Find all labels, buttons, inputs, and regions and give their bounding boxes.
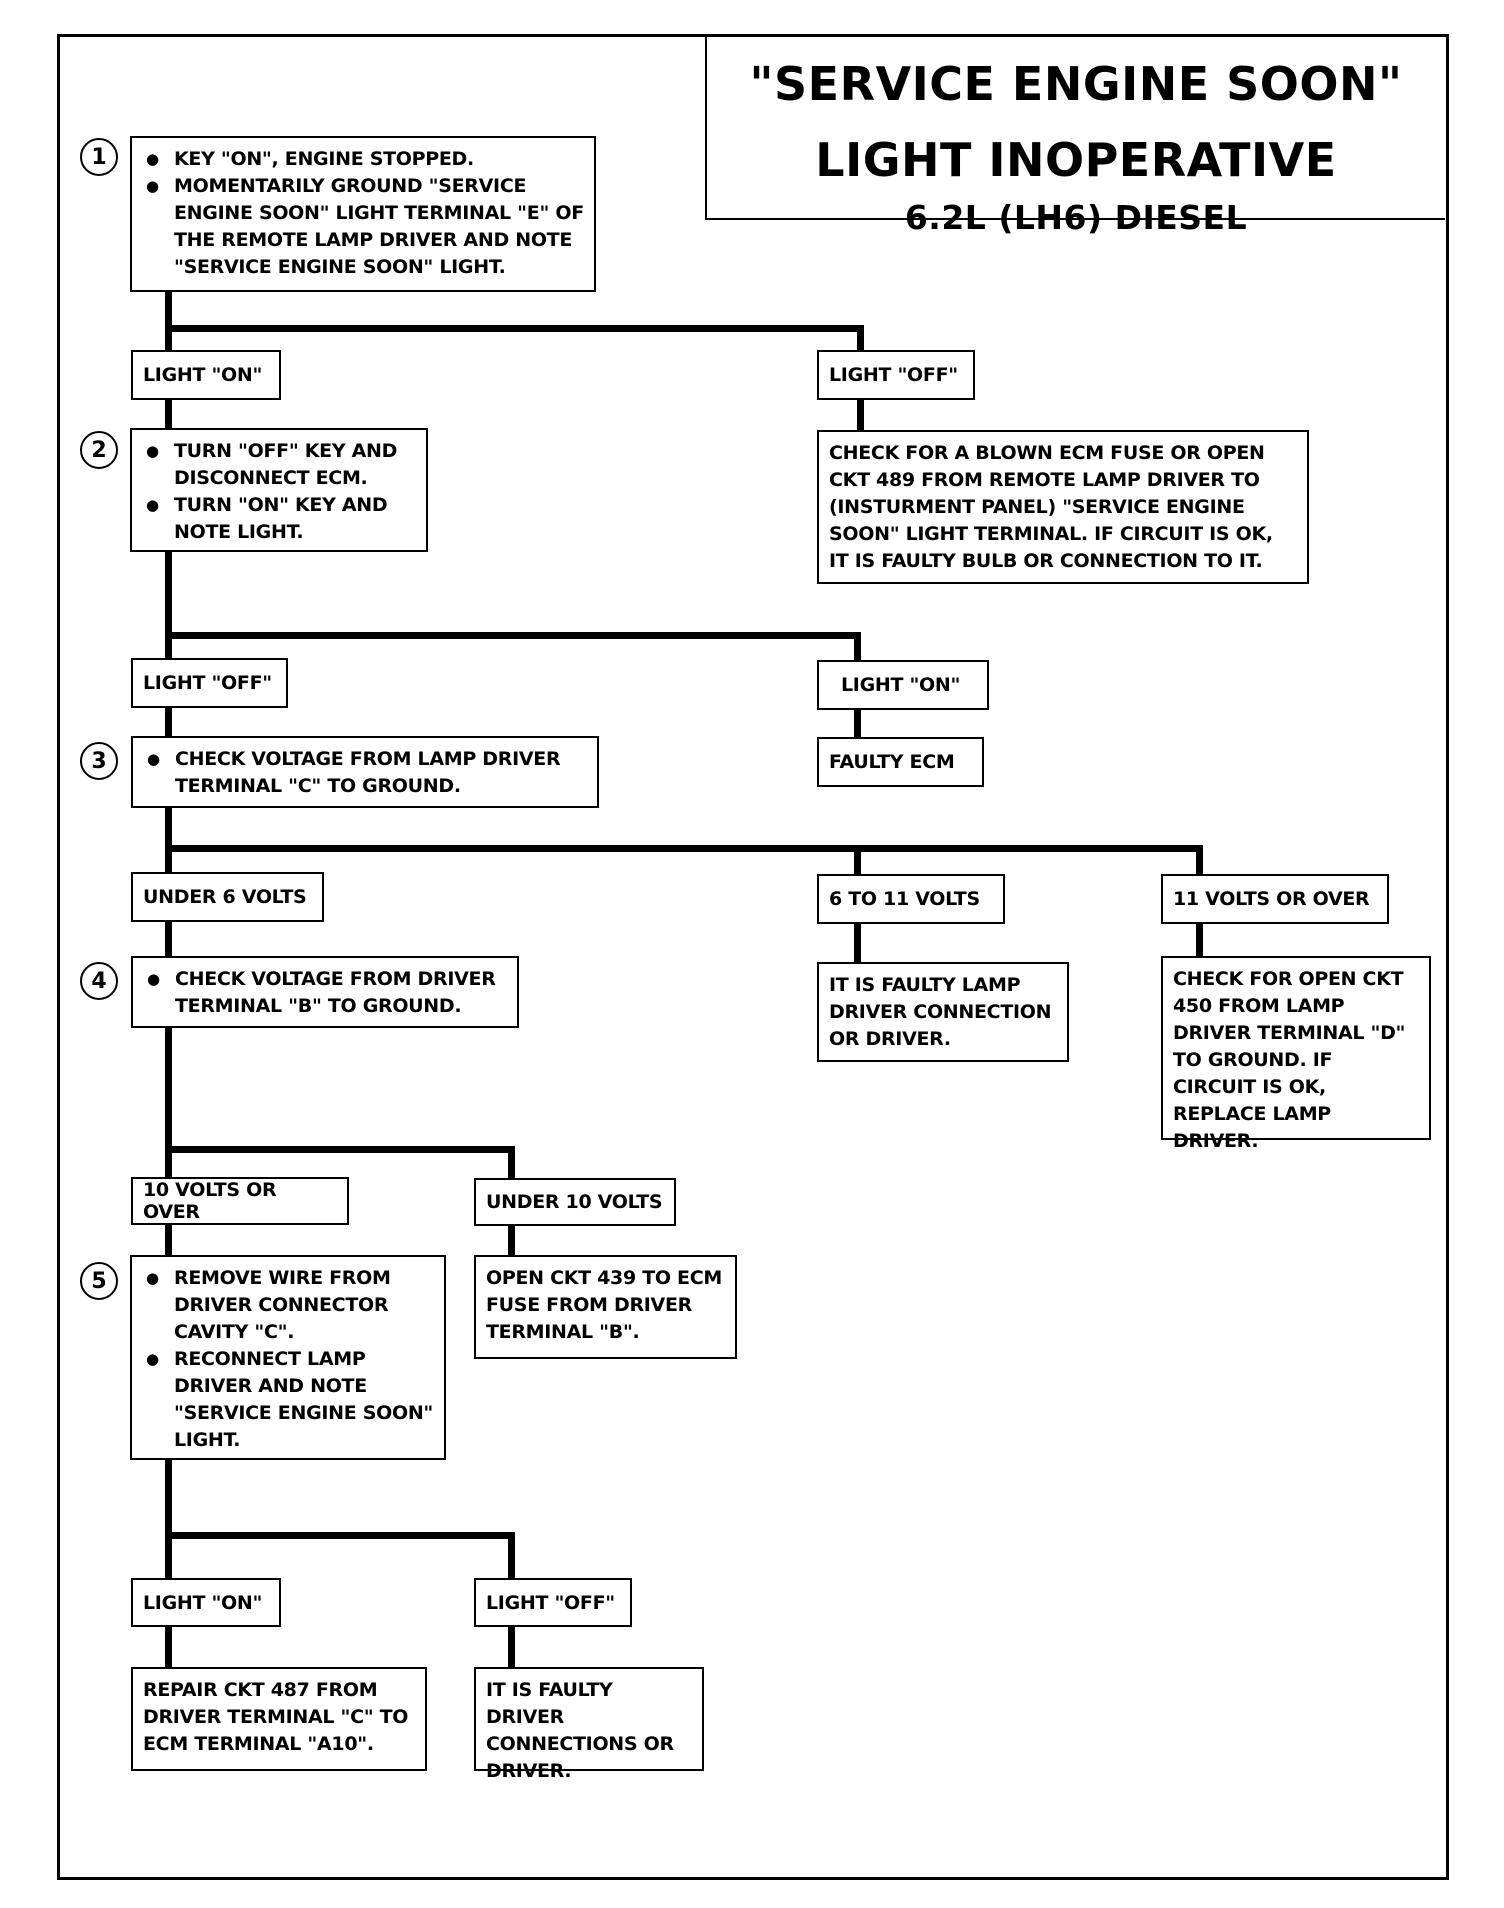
result-faulty-lamp-driver: IT IS FAULTY LAMP DRIVER CONNECTION OR D… (817, 962, 1069, 1062)
title-line-1: "SERVICE ENGINE SOON" (749, 57, 1403, 111)
step-2-box: TURN "OFF" KEY AND DISCONNECT ECM. TURN … (130, 428, 428, 552)
step-3-number: 3 (80, 742, 118, 780)
step-3-under-6-volts-label: UNDER 6 VOLTS (131, 872, 324, 922)
connector (165, 1627, 172, 1667)
result-faulty-ecm: FAULTY ECM (817, 737, 984, 787)
step-1-light-on-label: LIGHT "ON" (131, 350, 281, 400)
step-2-number: 2 (80, 431, 118, 469)
result-open-ckt-450: CHECK FOR OPEN CKT 450 FROM LAMP DRIVER … (1161, 956, 1431, 1152)
connector (165, 1025, 172, 1177)
connector (508, 1627, 515, 1667)
step-1-number: 1 (80, 138, 118, 176)
connector (165, 708, 172, 736)
result-repair-ckt-487: REPAIR CKT 487 FROM DRIVER TERMINAL "C" … (131, 1667, 427, 1771)
step-5-bullet: RECONNECT LAMP DRIVER AND NOTE "SERVICE … (142, 1346, 434, 1454)
connector (165, 632, 861, 639)
step-2-light-off-label: LIGHT "OFF" (131, 658, 288, 708)
step-5-box: REMOVE WIRE FROM DRIVER CONNECTOR CAVITY… (130, 1255, 446, 1460)
connector (165, 325, 864, 332)
step-5-bullet: REMOVE WIRE FROM DRIVER CONNECTOR CAVITY… (142, 1265, 434, 1346)
step-5-light-on-label: LIGHT "ON" (131, 1578, 281, 1627)
connector (854, 632, 861, 662)
step-4-bullet: CHECK VOLTAGE FROM DRIVER TERMINAL "B" T… (143, 966, 507, 1020)
result-open-ckt-439: OPEN CKT 439 TO ECM FUSE FROM DRIVER TER… (474, 1255, 737, 1359)
title-line-2: LIGHT INOPERATIVE (815, 133, 1337, 187)
step-5-number: 5 (80, 1262, 118, 1300)
step-1-box: KEY "ON", ENGINE STOPPED. MOMENTARILY GR… (130, 136, 596, 292)
connector (165, 808, 172, 873)
result-blown-ecm-fuse: CHECK FOR A BLOWN ECM FUSE OR OPEN CKT 4… (817, 430, 1309, 584)
step-1-bullet: MOMENTARILY GROUND "SERVICE ENGINE SOON"… (142, 173, 584, 281)
diagram-frame (57, 34, 1449, 1880)
connector (165, 552, 172, 662)
connector (165, 1225, 172, 1255)
step-4-10-volts-over-label: 10 VOLTS OR OVER (131, 1177, 349, 1225)
result-faulty-driver-connections: IT IS FAULTY DRIVER CONNECTIONS OR DRIVE… (474, 1667, 704, 1782)
step-3-box: CHECK VOLTAGE FROM LAMP DRIVER TERMINAL … (131, 736, 599, 808)
step-3-bullet: CHECK VOLTAGE FROM LAMP DRIVER TERMINAL … (143, 746, 587, 800)
step-2-bullet: TURN "ON" KEY AND NOTE LIGHT. (142, 492, 416, 546)
step-1-light-off-label: LIGHT "OFF" (817, 350, 975, 400)
connector (854, 845, 861, 875)
connector (854, 710, 861, 738)
connector (857, 325, 864, 365)
step-2-bullet: TURN "OFF" KEY AND DISCONNECT ECM. (142, 438, 416, 492)
connector (165, 1458, 172, 1578)
connector (508, 1225, 515, 1255)
connector (508, 1532, 515, 1578)
connector (508, 1146, 515, 1178)
step-4-number: 4 (80, 962, 118, 1000)
step-3-6-to-11-volts-label: 6 TO 11 VOLTS (817, 874, 1005, 924)
step-5-light-off-label: LIGHT "OFF" (474, 1578, 632, 1627)
title-box: "SERVICE ENGINE SOON" LIGHT INOPERATIVE … (705, 34, 1445, 237)
connector (165, 400, 172, 428)
connector (165, 1532, 515, 1539)
step-3-11-volts-over-label: 11 VOLTS OR OVER (1161, 874, 1389, 924)
connector (857, 400, 864, 430)
connector (165, 922, 172, 956)
step-4-box: CHECK VOLTAGE FROM DRIVER TERMINAL "B" T… (131, 956, 519, 1028)
title-line-3: 6.2L (LH6) DIESEL (904, 198, 1248, 237)
connector (1196, 922, 1203, 956)
connector (165, 845, 1203, 852)
connector (854, 922, 861, 962)
connector (165, 1146, 515, 1153)
step-4-under-10-volts-label: UNDER 10 VOLTS (474, 1178, 676, 1226)
step-2-light-on-label: LIGHT "ON" (817, 660, 989, 710)
connector (1196, 845, 1203, 875)
step-1-bullet: KEY "ON", ENGINE STOPPED. (142, 146, 584, 173)
